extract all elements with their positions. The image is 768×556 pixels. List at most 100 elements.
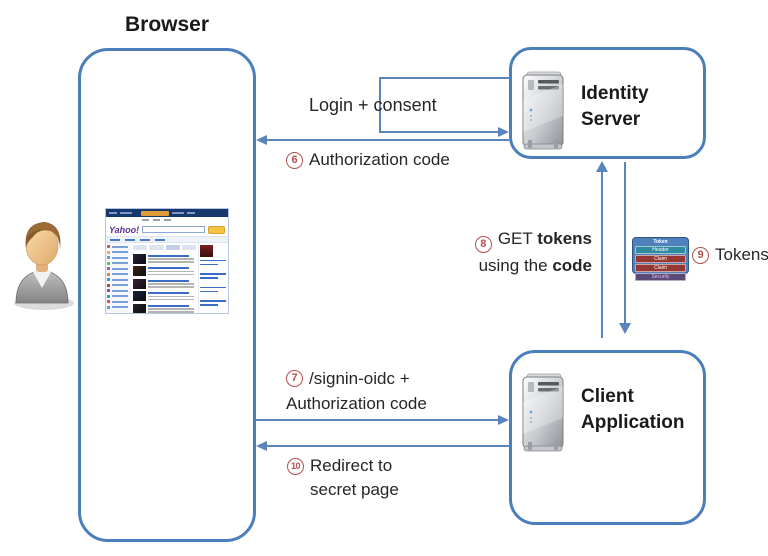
sidebar-link-placeholder (107, 283, 130, 287)
yahoo-news-list (133, 253, 196, 314)
connector-line (266, 445, 509, 447)
redirect-label: 10 Redirect to secret page (287, 454, 399, 502)
news-item-placeholder (133, 291, 196, 301)
yahoo-search-tabs (106, 217, 228, 223)
arrowhead-right-icon (498, 127, 509, 137)
nav-link-placeholder (110, 238, 120, 241)
news-text-placeholder (148, 291, 196, 301)
link-line-placeholder (111, 245, 128, 248)
signin-oidc-line2: Authorization code (286, 394, 427, 413)
yahoo-links-row (106, 236, 228, 242)
redirect-text: Redirect to (310, 456, 393, 475)
link-line-placeholder (111, 284, 128, 286)
content-tab-placeholder (165, 245, 180, 250)
redirect-line2: secret page (310, 480, 399, 499)
tokens-label: 9 Tokens (692, 245, 768, 265)
bullet-icon (107, 267, 110, 270)
link-line-placeholder (111, 256, 128, 259)
token-card-claim-row: Claim (635, 255, 686, 263)
spacer (200, 268, 227, 271)
news-text-placeholder (148, 254, 196, 264)
news-thumbnail-placeholder (133, 303, 146, 313)
right-link-placeholder (200, 273, 226, 275)
right-link-placeholder (200, 263, 218, 266)
yahoo-page-thumbnail: Yahoo! (105, 208, 229, 314)
tokens-text: Tokens (715, 245, 768, 264)
authorization-code-label: 6 Authorization code (286, 150, 450, 170)
signin-oidc-text: /signin-oidc + (309, 369, 410, 388)
client-application-tower-icon (522, 373, 564, 452)
using-the-text: using the (478, 255, 553, 275)
arrowhead-down-icon (619, 323, 631, 334)
body-line-placeholder (148, 261, 195, 263)
get-tokens-text: GET (497, 229, 538, 248)
link-line-placeholder (111, 306, 128, 308)
headline-line-placeholder (148, 267, 189, 269)
body-line-placeholder (148, 273, 195, 275)
yahoo-topbar (106, 209, 228, 217)
nav-link-placeholder (125, 238, 135, 241)
bullet-icon (107, 300, 110, 303)
news-thumbnail-placeholder (133, 266, 146, 276)
spacer (200, 308, 227, 311)
right-link-placeholder (200, 300, 226, 302)
sidebar-link-placeholder (107, 300, 130, 303)
topbar-link-placeholder (172, 212, 184, 214)
step-6-badge: 6 (286, 151, 303, 169)
yahoo-page-body (106, 242, 228, 313)
connector-line (266, 139, 509, 141)
content-tab-placeholder (133, 245, 148, 250)
bullet-icon (107, 278, 110, 281)
nav-link-placeholder (140, 238, 150, 241)
body-line-placeholder (148, 295, 195, 297)
spacer (200, 295, 227, 298)
bullet-icon (107, 250, 110, 254)
connector-line (256, 419, 500, 421)
body-line-placeholder (148, 308, 195, 310)
right-link-placeholder (200, 277, 218, 279)
bullet-icon (107, 294, 110, 298)
news-thumbnail-placeholder (133, 278, 146, 289)
link-line-placeholder (111, 251, 128, 253)
link-line-placeholder (111, 267, 128, 270)
body-line-placeholder (148, 270, 195, 272)
yahoo-main-column (131, 243, 198, 313)
identity-server-tower-icon (522, 71, 564, 150)
search-tab-placeholder (153, 219, 160, 221)
right-thumbnail-placeholder (200, 245, 213, 257)
get-tokens-bold: tokens (537, 229, 592, 248)
connector-line (379, 77, 381, 133)
arrowhead-up-icon (596, 161, 608, 172)
search-tab-placeholder (164, 219, 171, 221)
bullet-icon (107, 245, 110, 248)
headline-line-placeholder (148, 279, 189, 282)
link-line-placeholder (111, 295, 128, 297)
news-text-placeholder (148, 266, 196, 276)
link-line-placeholder (111, 278, 128, 281)
yahoo-sidebar (106, 243, 131, 313)
right-link-placeholder (200, 304, 218, 306)
code-bold: code (552, 255, 592, 275)
body-line-placeholder (148, 283, 195, 285)
news-item-placeholder (133, 266, 196, 276)
news-text-placeholder (148, 279, 196, 289)
yahoo-logo-row: Yahoo! (106, 223, 228, 236)
authorization-code-text: Authorization code (309, 150, 450, 169)
right-link-placeholder (200, 286, 226, 289)
link-line-placeholder (111, 300, 128, 303)
sidebar-link-placeholder (107, 256, 130, 259)
link-line-placeholder (111, 289, 128, 292)
news-text-placeholder (148, 304, 196, 314)
client-application-node-title: Client Application (581, 384, 684, 436)
client-application-title-line1: Client (581, 386, 634, 407)
body-line-placeholder (148, 286, 195, 288)
yahoo-logo: Yahoo! (109, 224, 140, 235)
sidebar-link-placeholder (107, 250, 130, 254)
bullet-icon (107, 289, 110, 292)
search-tab-placeholder (142, 219, 149, 221)
identity-server-node-title: Identity Server (581, 81, 649, 133)
yahoo-search-button (208, 225, 225, 234)
